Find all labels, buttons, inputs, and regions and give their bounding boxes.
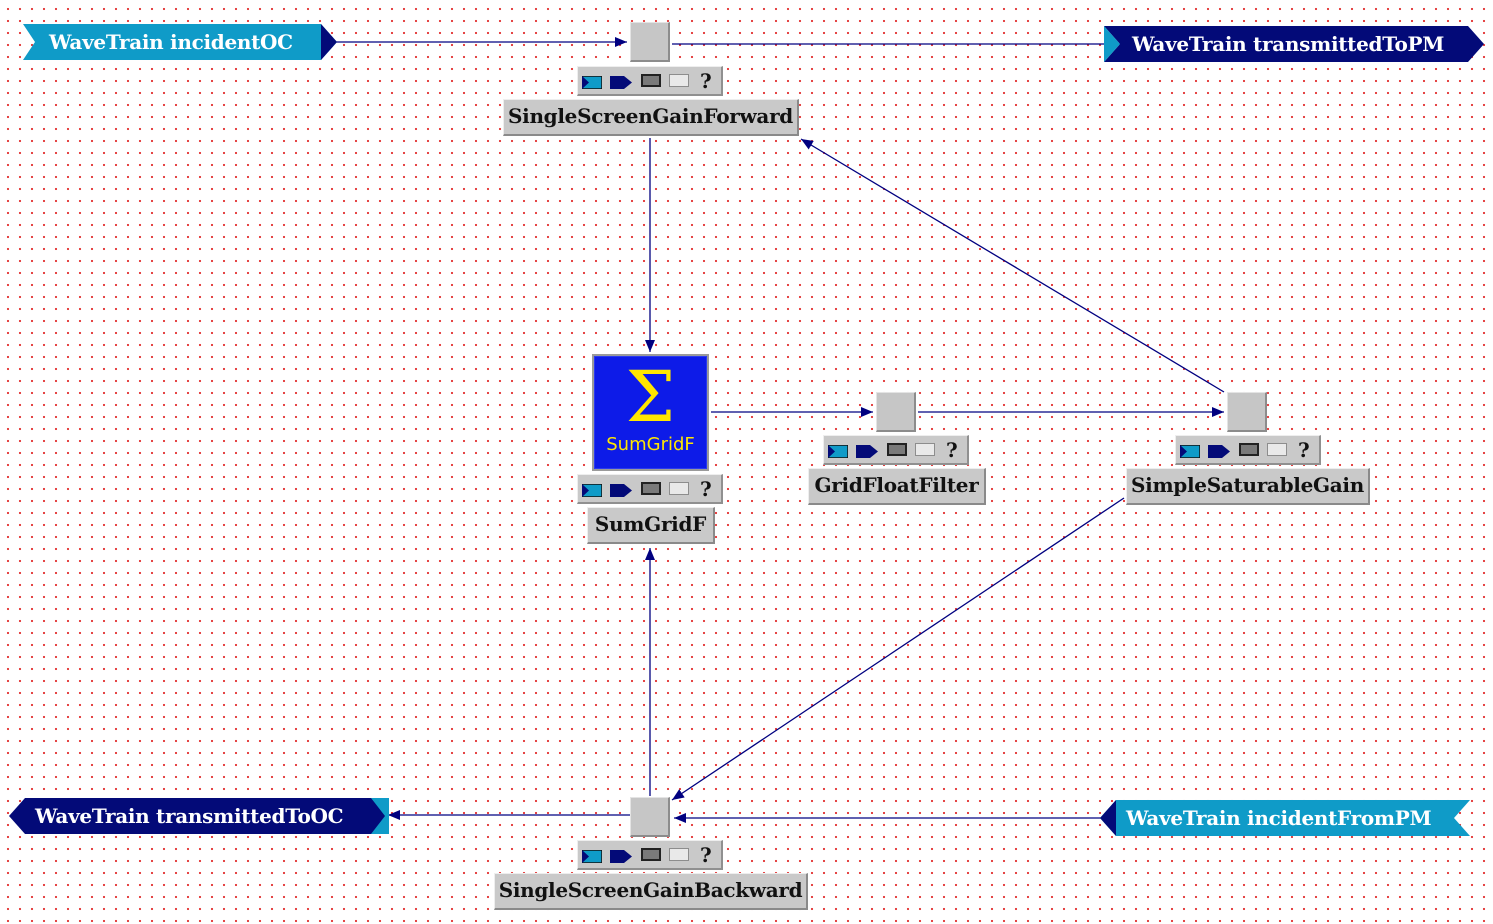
inputs-icon[interactable] (1179, 443, 1201, 459)
inputs-icon[interactable] (581, 74, 603, 90)
port-transmitted-to-pm-label: WaveTrain transmittedToPM (1132, 32, 1445, 56)
outputs-icon[interactable] (610, 848, 632, 863)
states-icon[interactable] (1267, 443, 1287, 456)
help-icon[interactable]: ? (700, 477, 712, 501)
port-incident-oc-label: WaveTrain incidentOC (49, 30, 293, 54)
outputs-icon[interactable] (1208, 443, 1230, 458)
backward-toolbar: ? (577, 840, 723, 870)
filter-toolbar: ? (823, 435, 969, 465)
parameters-icon[interactable] (641, 74, 661, 87)
port-incident-from-pm[interactable]: WaveTrain incidentFromPM (1100, 800, 1470, 836)
states-icon[interactable] (669, 848, 689, 861)
port-incident-from-pm-label: WaveTrain incidentFromPM (1126, 806, 1432, 830)
states-icon[interactable] (669, 74, 689, 87)
inputs-icon[interactable] (581, 482, 603, 498)
sumgrid-block-label[interactable]: SumGridF (587, 507, 715, 544)
parameters-icon[interactable] (641, 482, 661, 495)
inputs-icon[interactable] (827, 443, 849, 459)
states-icon[interactable] (669, 482, 689, 495)
forward-block-icon[interactable] (630, 22, 670, 62)
parameters-icon[interactable] (887, 443, 907, 456)
help-icon[interactable]: ? (700, 69, 712, 93)
outputs-icon[interactable] (610, 74, 632, 89)
outputs-icon[interactable] (856, 443, 878, 458)
port-transmitted-to-oc-shape (9, 798, 389, 834)
gain-block-icon[interactable] (1227, 392, 1267, 432)
port-transmitted-to-pm[interactable]: WaveTrain transmittedToPM (1104, 26, 1484, 62)
backward-block-label[interactable]: SingleScreenGainBackward (494, 873, 808, 910)
outputs-icon[interactable] (610, 482, 632, 497)
port-incident-from-pm-shape (1100, 800, 1470, 836)
states-icon[interactable] (915, 443, 935, 456)
help-icon[interactable]: ? (946, 438, 958, 462)
wire-gain-backward (671, 497, 1125, 801)
forward-block-label[interactable]: SingleScreenGainForward (503, 99, 799, 136)
sumgrid-toolbar: ? (577, 474, 723, 504)
help-icon[interactable]: ? (700, 843, 712, 867)
forward-toolbar: ? (577, 66, 723, 96)
parameters-icon[interactable] (1239, 443, 1259, 456)
sigma-icon: Σ (625, 356, 676, 438)
gain-block-label[interactable]: SimpleSaturableGain (1126, 468, 1370, 505)
filter-block-label[interactable]: GridFloatFilter (808, 468, 986, 505)
gain-toolbar: ? (1175, 435, 1321, 465)
sumgrid-block-icon[interactable]: Σ SumGridF (592, 354, 709, 471)
parameters-icon[interactable] (641, 848, 661, 861)
port-transmitted-to-pm-shape (1104, 26, 1484, 62)
help-icon[interactable]: ? (1298, 438, 1310, 462)
wire-gain-forward (800, 138, 1225, 393)
sumgrid-icon-label: SumGridF (606, 434, 695, 455)
inputs-icon[interactable] (581, 848, 603, 864)
filter-block-icon[interactable] (876, 392, 916, 432)
port-transmitted-to-oc-label: WaveTrain transmittedToOC (35, 804, 344, 828)
backward-block-icon[interactable] (630, 797, 670, 837)
port-incident-oc-shape (23, 24, 337, 60)
port-transmitted-to-oc[interactable]: WaveTrain transmittedToOC (9, 798, 389, 834)
port-incident-oc[interactable]: WaveTrain incidentOC (23, 24, 337, 60)
